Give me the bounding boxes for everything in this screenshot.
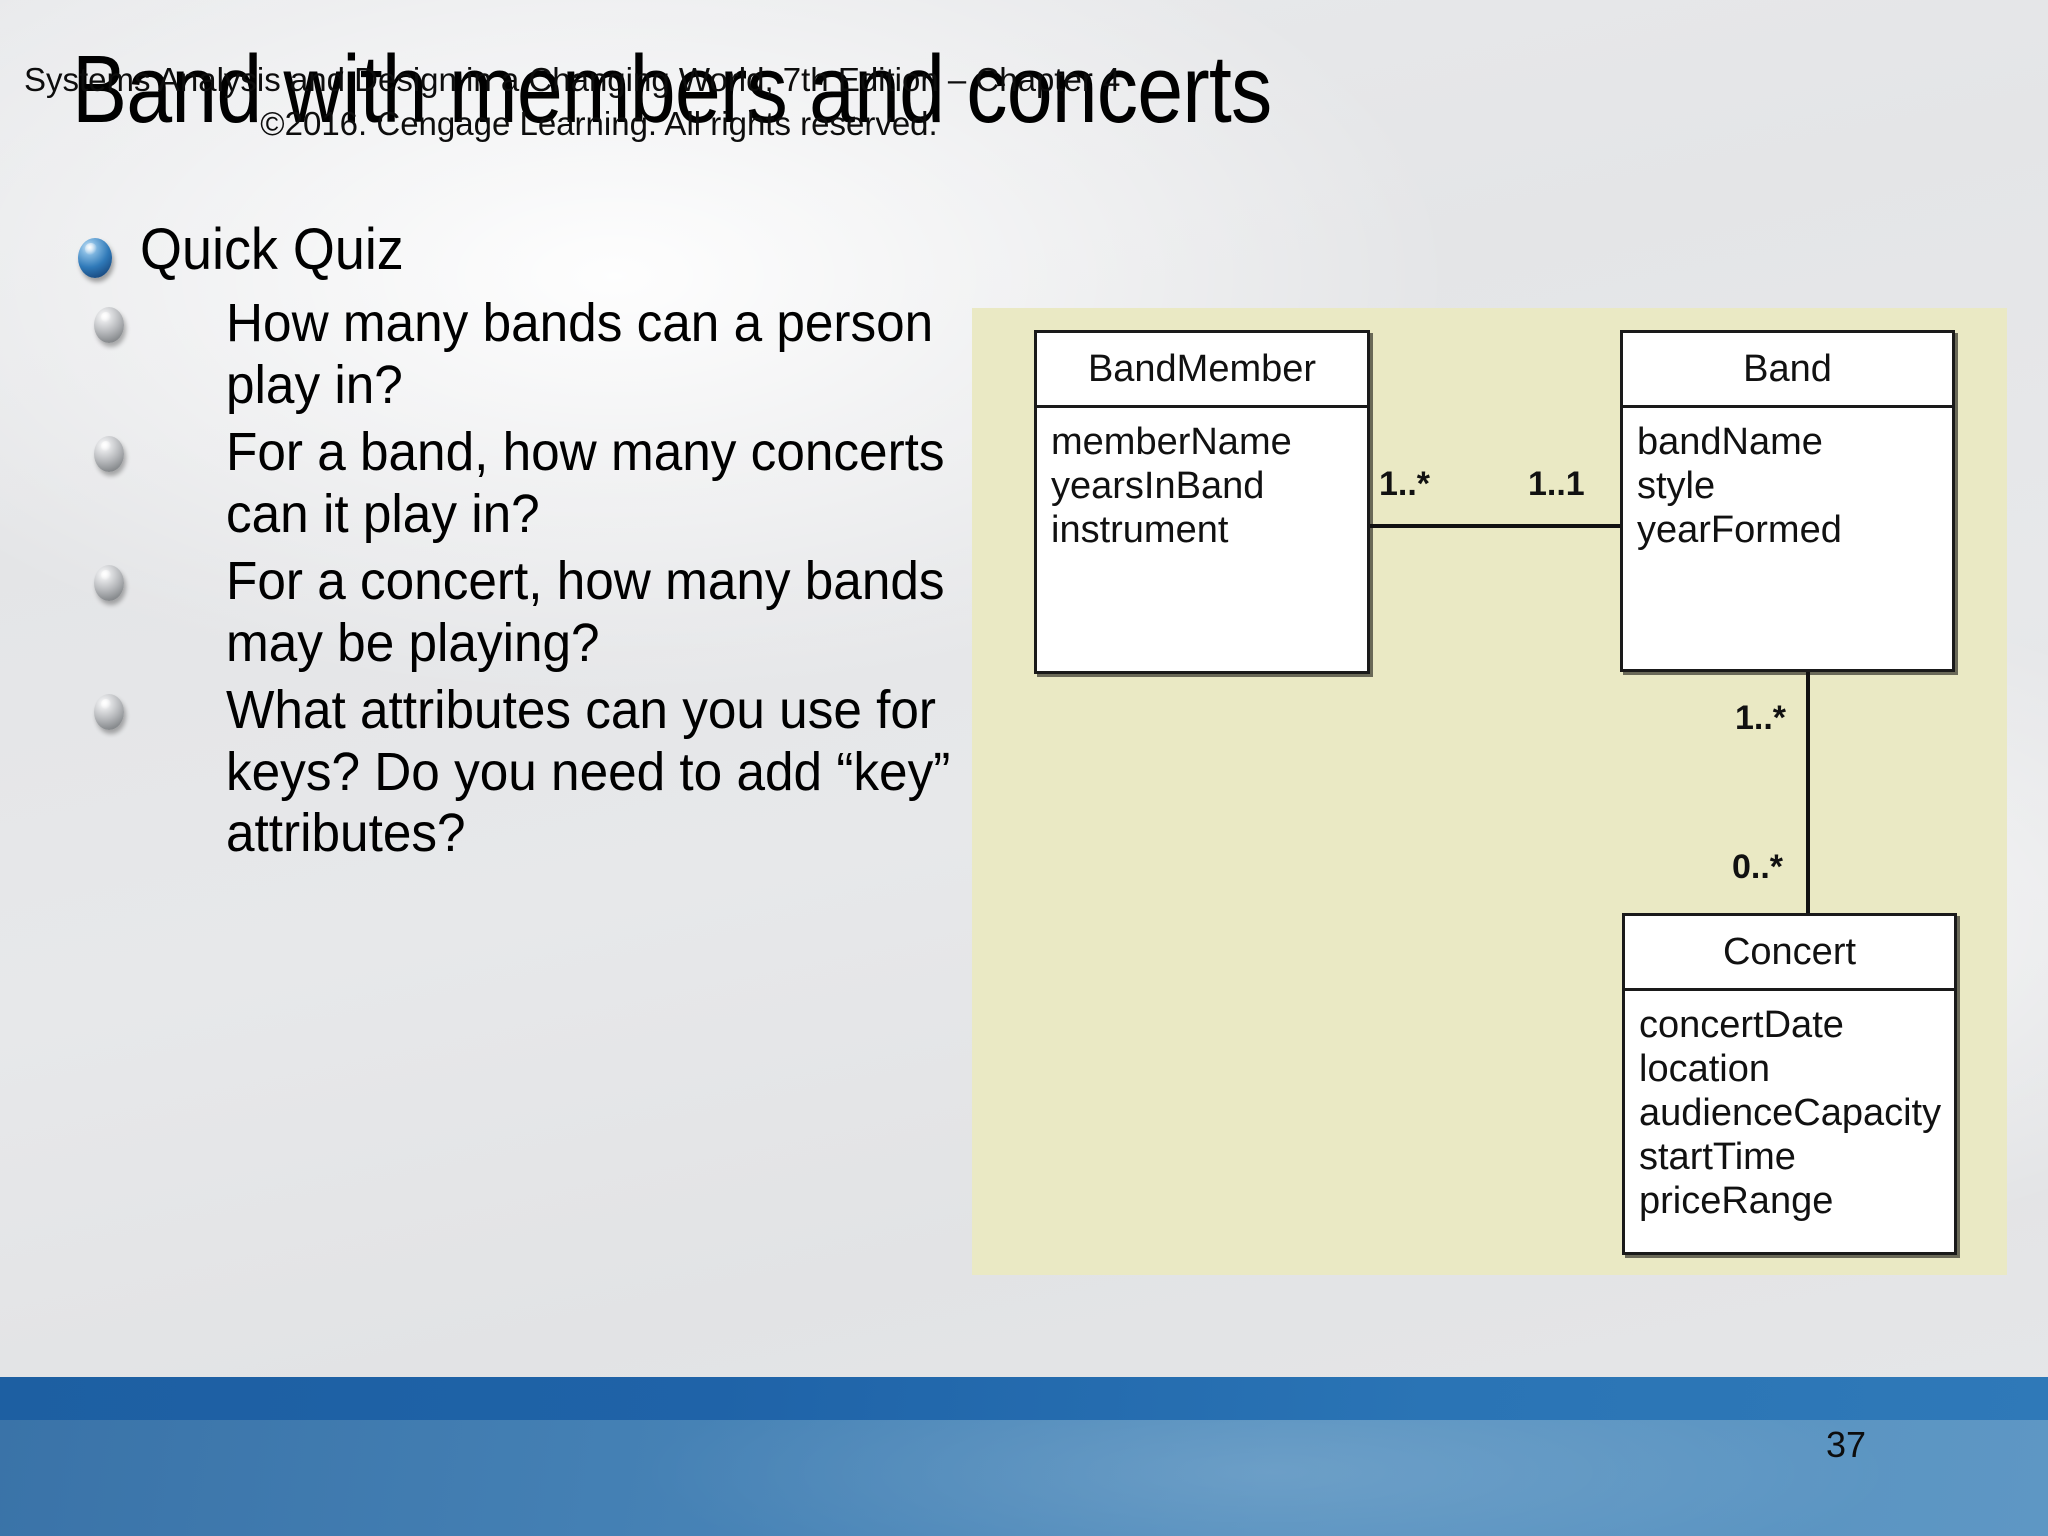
uml-attribute: startTime [1639, 1136, 1796, 1179]
uml-class-diagram: BandMember memberName yearsInBand instru… [972, 308, 2007, 1275]
uml-attribute: style [1637, 465, 1716, 508]
uml-attribute: location [1639, 1048, 1770, 1091]
uml-attribute-list: bandName style yearFormed [1623, 408, 1952, 552]
uml-attribute: concertDate [1639, 1004, 1844, 1046]
footer-accent-strip [0, 1377, 2048, 1420]
uml-attribute: yearsInBand [1051, 465, 1265, 508]
uml-attribute-list: memberName yearsInBand instrument [1037, 408, 1367, 552]
uml-attribute: instrument [1051, 509, 1229, 552]
bullet-level2-label: What attributes can you use for keys? Do… [226, 680, 951, 864]
uml-attribute: priceRange [1639, 1180, 1834, 1223]
uml-class-name: Band [1623, 333, 1952, 408]
bullet-level2-label: For a concert, how many bands may be pla… [226, 551, 945, 673]
uml-attribute: memberName [1051, 421, 1292, 463]
association-line-band-concert [1806, 672, 1810, 913]
bullet-level2-label: For a band, how many concerts can it pla… [226, 422, 945, 544]
bullet-item-level2: For a band, how many concerts can it pla… [36, 422, 966, 545]
uml-attribute: yearFormed [1637, 509, 1842, 552]
slide-footer [0, 1377, 2048, 1536]
bullet-item-level1: Quick Quiz [36, 217, 966, 283]
grey-sphere-bullet-icon [94, 306, 124, 343]
grey-sphere-bullet-icon [94, 436, 124, 473]
bullet-item-level2: How many bands can a person play in? [36, 293, 966, 416]
page-title: Band with members and concerts [72, 36, 1272, 143]
footer-background [0, 1420, 2048, 1536]
uml-class-bandmember: BandMember memberName yearsInBand instru… [1034, 330, 1370, 674]
association-line-bandmember-band [1370, 524, 1620, 528]
bullet-level2-label: How many bands can a person play in? [226, 292, 934, 415]
uml-class-name: Concert [1625, 916, 1954, 991]
uml-class-name: BandMember [1037, 333, 1367, 408]
uml-attribute-list: concertDate location audienceCapacity st… [1625, 991, 1954, 1223]
uml-class-concert: Concert concertDate location audienceCap… [1622, 913, 1957, 1255]
multiplicity-label-band-concert-upper: 1..* [1735, 699, 1787, 737]
uml-attribute: bandName [1637, 421, 1823, 463]
footer-line-1: Systems Analysis and Design in a Changin… [24, 61, 1121, 98]
uml-class-band: Band bandName style yearFormed [1620, 330, 1955, 672]
blue-sphere-bullet-icon [78, 238, 112, 278]
grey-sphere-bullet-icon [94, 565, 124, 602]
bullet-item-level2: What attributes can you use for keys? Do… [36, 680, 966, 865]
multiplicity-label-band: 1..1 [1528, 465, 1585, 503]
uml-attribute: audienceCapacity [1639, 1092, 1942, 1135]
bullet-item-level2: For a concert, how many bands may be pla… [36, 551, 966, 674]
multiplicity-label-bandmember: 1..* [1379, 465, 1431, 503]
bullet-level1-label: Quick Quiz [140, 217, 404, 282]
multiplicity-label-band-concert-lower: 0..* [1732, 848, 1784, 886]
grey-sphere-bullet-icon [94, 694, 124, 731]
footer-attribution: Systems Analysis and Design in a Changin… [24, 58, 1724, 145]
slide-number: 37 [1826, 1424, 1867, 1465]
content-body: Quick Quiz How many bands can a person p… [36, 217, 966, 871]
footer-line-2: ©2016. Cengage Learning. All rights rese… [260, 104, 938, 142]
